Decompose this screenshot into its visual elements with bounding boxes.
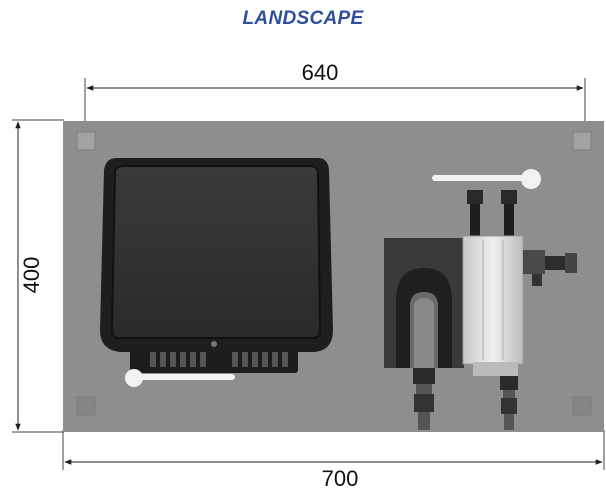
mount-hole-bottom-left — [76, 396, 96, 416]
monitor-icon — [100, 158, 333, 373]
dimension-700 — [62, 430, 605, 470]
mount-hole-bottom-right — [572, 396, 592, 416]
mount-hole-top-left — [76, 131, 96, 151]
dimension-label-700: 700 — [321, 466, 359, 491]
mount-hole-top-right — [572, 131, 592, 151]
page-title: LANDSCAPE — [242, 8, 364, 29]
peristaltic-pump-icon — [384, 238, 464, 430]
white-tubing — [125, 169, 541, 387]
dimension-400 — [12, 119, 64, 433]
dimension-label-640: 640 — [301, 60, 339, 85]
flow-manifold-icon — [462, 190, 577, 430]
dimension-label-400: 400 — [19, 256, 44, 294]
